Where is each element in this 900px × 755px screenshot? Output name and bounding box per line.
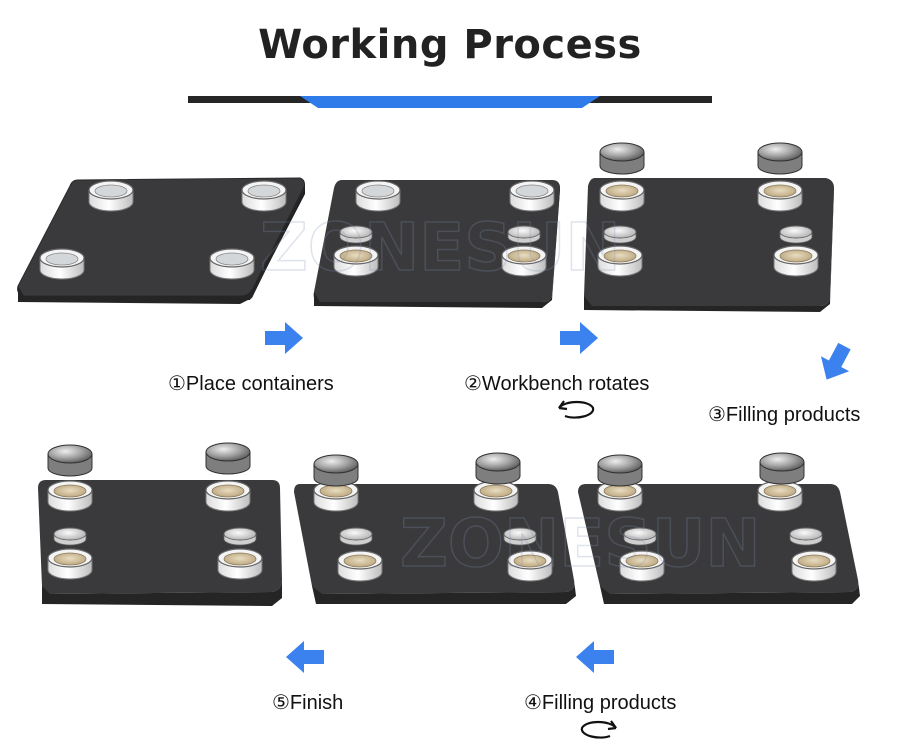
step-label-3: ③Filling products bbox=[708, 404, 861, 426]
arrow-left-icon bbox=[286, 641, 324, 673]
plate-3 bbox=[584, 142, 834, 312]
step-label-4: ④Filling products bbox=[524, 692, 677, 714]
step-label-1: ①Place containers bbox=[168, 373, 334, 395]
arrow-right-icon bbox=[560, 322, 598, 354]
plate-1 bbox=[17, 177, 305, 304]
page-title: Working Process bbox=[258, 22, 642, 68]
title-underline-accent bbox=[300, 96, 600, 108]
watermark-bottom: ZONESUN bbox=[400, 505, 761, 582]
rotate-icon bbox=[580, 719, 618, 739]
watermark-top: ZONESUN bbox=[260, 209, 621, 286]
plate-2 bbox=[313, 180, 560, 308]
rotate-icon bbox=[557, 399, 595, 419]
arrow-left-icon bbox=[576, 641, 614, 673]
step-label-2: ②Workbench rotates bbox=[464, 373, 650, 395]
plate-5 bbox=[294, 452, 576, 604]
plate-6 bbox=[38, 442, 282, 606]
plate-4 bbox=[578, 452, 860, 604]
step-label-5: ⑤Finish bbox=[272, 692, 344, 714]
arrow-down-icon bbox=[812, 338, 859, 388]
arrow-right-icon bbox=[265, 322, 303, 354]
